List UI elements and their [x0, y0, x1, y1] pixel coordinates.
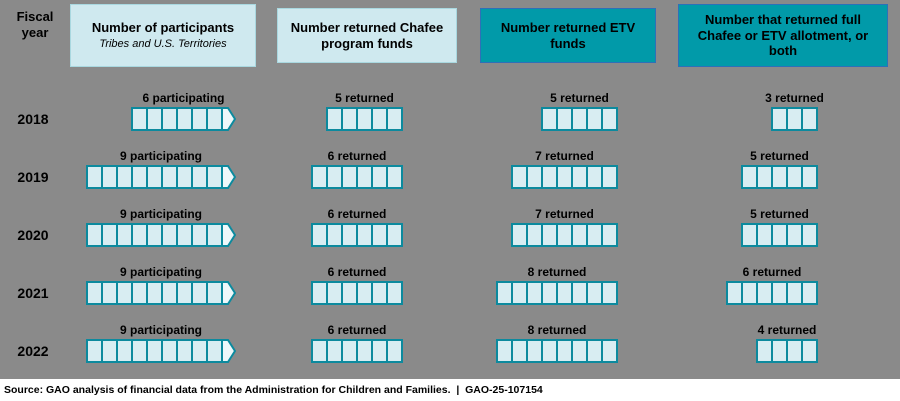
bar-chafee: 5 returned: [326, 91, 403, 131]
unit-box: [801, 281, 818, 305]
chart-background: Fiscal year Number of participants Tribe…: [0, 0, 900, 379]
bar-value-label: 6 returned: [742, 265, 802, 279]
bar-value-label: 5 returned: [750, 149, 809, 163]
arrow-tip-icon: [221, 339, 236, 363]
unit-box: [801, 107, 818, 131]
bar-participants: 6 participating: [131, 91, 236, 131]
column-header-title: Number of participants: [91, 19, 235, 35]
bar-value-label: 7 returned: [535, 207, 594, 221]
arrow-tip-icon: [221, 165, 236, 189]
bar-value-label: 6 returned: [327, 207, 387, 221]
bar-participants: 9 participating: [86, 323, 236, 363]
unit-box: [386, 107, 403, 131]
bar-full: 6 returned: [726, 265, 818, 305]
bar-value-label: 9 participating: [119, 323, 203, 337]
bar-etv: 8 returned: [496, 265, 618, 305]
unit-box: [386, 165, 403, 189]
bar-value-label: 6 returned: [327, 149, 387, 163]
unit-box: [801, 165, 818, 189]
column-header-title: Number returned Chafee program funds: [290, 19, 444, 51]
source-line: Source: GAO analysis of financial data f…: [4, 384, 543, 396]
bar-value-label: 8 returned: [527, 323, 587, 337]
year-label: 2021: [17, 285, 49, 301]
column-header-chafee-returned: Number returned Chafee program funds: [277, 8, 457, 63]
bar-full: 4 returned: [756, 323, 818, 363]
bar-participants: 9 participating: [86, 207, 236, 247]
unit-box: [386, 281, 403, 305]
column-header-full-allotment-returned: Number that returned full Chafee or ETV …: [678, 4, 888, 67]
column-header-subtitle: Tribes and U.S. Territories: [99, 37, 227, 50]
column-header-participants: Number of participants Tribes and U.S. T…: [70, 4, 256, 67]
bar-value-label: 3 returned: [765, 91, 824, 105]
bar-chafee: 6 returned: [311, 265, 403, 305]
year-label: 2022: [17, 343, 49, 359]
bar-etv: 5 returned: [541, 91, 618, 131]
fiscal-year-axis-label: Fiscal year: [16, 9, 54, 41]
unit-box: [601, 281, 618, 305]
bar-value-label: 5 returned: [335, 91, 394, 105]
arrow-tip-icon: [221, 107, 236, 131]
bar-participants: 9 participating: [86, 149, 236, 189]
bar-value-label: 6 participating: [142, 91, 225, 105]
bar-etv: 8 returned: [496, 323, 618, 363]
bar-etv: 7 returned: [511, 149, 618, 189]
bar-value-label: 6 returned: [327, 265, 387, 279]
bar-value-label: 9 participating: [119, 265, 203, 279]
column-header-etv-returned: Number returned ETV funds: [480, 8, 656, 63]
bar-full: 5 returned: [741, 149, 818, 189]
year-label: 2019: [17, 169, 49, 185]
bar-value-label: 5 returned: [750, 207, 809, 221]
bar-value-label: 5 returned: [550, 91, 609, 105]
bar-full: 3 returned: [765, 91, 824, 131]
bar-value-label: 9 participating: [119, 207, 203, 221]
bar-chafee: 6 returned: [311, 149, 403, 189]
arrow-tip-icon: [221, 223, 236, 247]
source-footer: Source: GAO analysis of financial data f…: [0, 379, 900, 401]
bar-value-label: 7 returned: [535, 149, 594, 163]
column-header-title: Number that returned full Chafee or ETV …: [697, 11, 869, 59]
column-header-title: Number returned ETV funds: [500, 19, 636, 51]
unit-box: [386, 223, 403, 247]
unit-box: [801, 339, 818, 363]
year-label: 2020: [17, 227, 49, 243]
unit-box: [601, 165, 618, 189]
bar-value-label: 8 returned: [527, 265, 587, 279]
unit-box: [601, 107, 618, 131]
arrow-tip-icon: [221, 281, 236, 305]
bar-chafee: 6 returned: [311, 323, 403, 363]
bar-chafee: 6 returned: [311, 207, 403, 247]
bar-value-label: 4 returned: [757, 323, 817, 337]
unit-box: [601, 223, 618, 247]
bar-participants: 9 participating: [86, 265, 236, 305]
bar-value-label: 6 returned: [327, 323, 387, 337]
unit-box: [801, 223, 818, 247]
bar-value-label: 9 participating: [119, 149, 203, 163]
bar-etv: 7 returned: [511, 207, 618, 247]
unit-box: [386, 339, 403, 363]
unit-box: [601, 339, 618, 363]
bar-full: 5 returned: [741, 207, 818, 247]
year-label: 2018: [17, 111, 49, 127]
